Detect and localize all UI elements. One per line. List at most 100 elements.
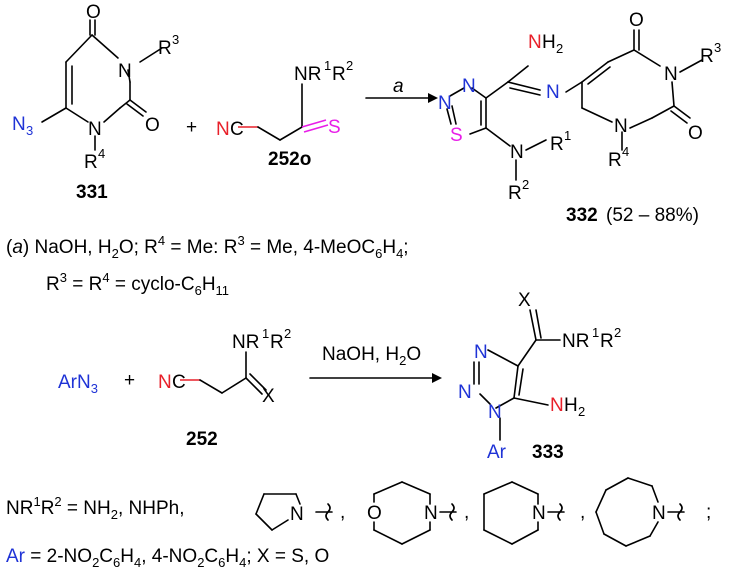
footer-line-2: Ar = 2-NO2C6H4, 4-NO2C6H4; X = S, O bbox=[6, 546, 329, 570]
atom-N: N bbox=[664, 64, 678, 85]
svg-text:R3 = R4 = cyclo-C6H11: R3 = R4 = cyclo-C6H11 bbox=[46, 270, 229, 298]
cond-sub: 6 bbox=[195, 283, 202, 298]
atom-O: O bbox=[688, 123, 703, 144]
cond-text: R bbox=[46, 274, 60, 295]
superscript: 3 bbox=[714, 40, 721, 55]
svg-text:(a) NaOH, H2O; R4 = Me: R3 = M: (a) NaOH, H2O; R4 = Me: R3 = Me, 4-MeOC6… bbox=[6, 233, 409, 261]
atom-R: R bbox=[332, 64, 346, 85]
imine-N: N bbox=[546, 82, 560, 103]
yield-label: (52 – 88%) bbox=[606, 205, 699, 226]
atom-N: N bbox=[118, 61, 132, 82]
nitrile-C: C bbox=[172, 372, 186, 393]
arrowhead bbox=[432, 373, 442, 383]
pyrrolidine-ring bbox=[255, 493, 333, 531]
separator-semicolon: ; bbox=[706, 502, 711, 523]
amine-NR: NR bbox=[562, 331, 589, 352]
footer-line-1: NR1R2 = NH2, NHPh, bbox=[6, 494, 185, 522]
ring-N: N bbox=[462, 76, 476, 97]
compound-331-label: 331 bbox=[76, 182, 108, 203]
superscript: 2 bbox=[346, 58, 353, 73]
cond-sub: 11 bbox=[216, 283, 230, 298]
cond-text: = cyclo-C bbox=[110, 274, 195, 295]
superscript: 1 bbox=[564, 128, 571, 143]
compound-333-structure bbox=[473, 309, 561, 441]
conditions-line-2: R3 = R4 = cyclo-C6H11 bbox=[46, 270, 229, 298]
plus-sign: + bbox=[186, 117, 197, 138]
conditions-line-1: (a) NaOH, H2O; R4 = Me: R3 = Me, 4-MeOC6… bbox=[6, 233, 409, 261]
superscript: 2 bbox=[614, 325, 621, 340]
atom-R: R bbox=[508, 183, 522, 204]
compound-252-structure bbox=[180, 351, 267, 395]
atom-R: R bbox=[84, 152, 98, 173]
subscript: 3 bbox=[26, 123, 33, 138]
atom-R: R bbox=[270, 332, 284, 353]
cond-sub: 4 bbox=[396, 246, 403, 261]
separator-comma: , bbox=[580, 502, 585, 523]
piperidine-ring bbox=[483, 481, 565, 545]
atom-R: R bbox=[700, 46, 714, 67]
compound-252o-structure bbox=[238, 83, 329, 141]
compound-252o-label: 252o bbox=[268, 149, 311, 170]
arrow-label: NaOH, H2O bbox=[322, 344, 421, 368]
amine-N: N bbox=[510, 142, 524, 163]
azepane-ring bbox=[595, 477, 685, 547]
amine-H: H bbox=[564, 395, 578, 416]
aryl-azide: ArN3 bbox=[58, 372, 98, 396]
ring-N: N bbox=[458, 382, 472, 403]
atom-N: N bbox=[88, 119, 102, 140]
cond-text: = R bbox=[67, 274, 102, 295]
nitrile-N: N bbox=[158, 372, 172, 393]
amine-N: N bbox=[528, 32, 542, 53]
cond-text: O; R bbox=[119, 237, 158, 258]
cond-text: ) NaOH, H bbox=[23, 237, 112, 258]
cond-text: ; bbox=[403, 237, 408, 258]
amine-NR: NR bbox=[232, 332, 259, 353]
atom-O: O bbox=[629, 10, 644, 31]
cond-text: = Me: R bbox=[165, 237, 237, 258]
ring-S: S bbox=[450, 125, 463, 146]
compound-252-label: 252 bbox=[186, 429, 218, 450]
cond-paren: ( bbox=[6, 237, 13, 258]
cond-sup: 4 bbox=[102, 270, 109, 285]
nitrile-C: C bbox=[230, 119, 244, 140]
atom-X: X bbox=[262, 386, 275, 407]
superscript: 4 bbox=[622, 144, 629, 159]
thione-S: S bbox=[328, 117, 341, 138]
amine-N: N bbox=[550, 395, 564, 416]
nitrile-N: N bbox=[216, 119, 230, 140]
superscript: 1 bbox=[324, 58, 331, 73]
compound-331-structure bbox=[41, 19, 163, 151]
azide-label: N bbox=[12, 114, 26, 135]
plus-sign: + bbox=[124, 370, 135, 391]
subscript: 2 bbox=[578, 404, 585, 419]
cond-sup: 4 bbox=[158, 233, 165, 248]
separator-comma: , bbox=[340, 502, 345, 523]
arrowhead bbox=[428, 93, 438, 103]
cond-sub: 6 bbox=[375, 246, 382, 261]
compound-333-label: 333 bbox=[532, 442, 564, 463]
subscript: 2 bbox=[556, 41, 563, 56]
ring-N: N bbox=[438, 93, 452, 114]
superscript: 1 bbox=[592, 325, 599, 340]
atom-O: O bbox=[145, 115, 160, 136]
atom-R: R bbox=[608, 150, 622, 171]
amine-H: H bbox=[542, 32, 556, 53]
ring-N: N bbox=[424, 503, 438, 524]
separator-comma: , bbox=[464, 502, 469, 523]
superscript: 2 bbox=[284, 326, 291, 341]
atom-R: R bbox=[158, 38, 172, 59]
ring-N: N bbox=[652, 503, 666, 524]
arrow-label: a bbox=[393, 76, 404, 97]
compound-332-structure bbox=[446, 29, 703, 181]
superscript: 3 bbox=[172, 32, 179, 47]
atom-N: N bbox=[614, 116, 628, 137]
aryl-Ar: Ar bbox=[487, 442, 507, 463]
ring-N: N bbox=[532, 503, 546, 524]
cond-text: H bbox=[382, 237, 396, 258]
cond-sup: 3 bbox=[60, 270, 67, 285]
superscript: 1 bbox=[262, 326, 269, 341]
superscript: 4 bbox=[98, 146, 105, 161]
ring-O: O bbox=[367, 503, 382, 524]
cond-sub: 2 bbox=[112, 246, 119, 261]
